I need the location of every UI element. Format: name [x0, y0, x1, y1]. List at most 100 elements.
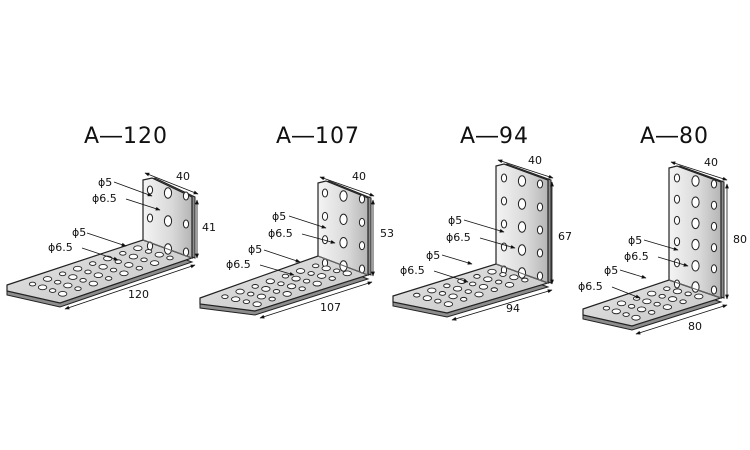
base-hole — [268, 296, 276, 302]
upright-hole — [500, 196, 508, 206]
upright-hole — [673, 237, 681, 247]
upright-hole — [182, 219, 190, 229]
leader-line — [463, 219, 505, 233]
upright-hole — [517, 175, 527, 187]
fold-line — [142, 239, 193, 259]
leader-line — [263, 249, 301, 263]
base-hole — [48, 288, 57, 293]
upright-hole — [536, 248, 544, 258]
leader-line — [301, 233, 336, 244]
base-hole — [281, 273, 290, 279]
base-hole — [648, 310, 656, 315]
length-dimension-text: 107 — [320, 301, 341, 314]
bracket-3 — [582, 165, 725, 331]
upright-hole — [146, 213, 154, 223]
height-dimension-text: 41 — [202, 221, 216, 234]
base-hole — [438, 291, 447, 296]
upright-hole — [710, 200, 718, 210]
hole-size-label: ϕ5 — [628, 234, 642, 247]
hole-size-label: ϕ5 — [448, 214, 462, 227]
length-dimension-text: 94 — [506, 302, 520, 315]
base-hole — [602, 305, 611, 311]
upright-hole — [673, 215, 681, 225]
width-dimension-text: 40 — [528, 154, 542, 167]
base-hole — [636, 306, 647, 313]
base-hole — [333, 268, 341, 274]
base-hole — [469, 281, 477, 287]
upright-hole — [163, 187, 173, 199]
base-hole — [221, 294, 229, 300]
base-hole — [74, 286, 82, 292]
base-hole — [328, 276, 336, 281]
base-hole — [667, 296, 678, 302]
leader-line — [441, 254, 473, 265]
base-hole — [672, 288, 683, 295]
hole-size-label: ϕ5 — [248, 243, 262, 256]
base-hole — [140, 257, 148, 263]
upright-hole — [182, 191, 190, 201]
base-hole — [166, 255, 174, 261]
upright-hole — [710, 285, 718, 295]
upright-hole — [673, 173, 681, 183]
base-hole — [42, 276, 53, 282]
base-hole — [694, 293, 704, 300]
hole-size-label: ϕ6.5 — [226, 258, 251, 271]
base-hole — [272, 289, 281, 294]
height-dimension-text: 53 — [380, 227, 394, 240]
base-hole — [114, 259, 122, 265]
upright-hole — [536, 202, 544, 212]
upright-hole — [163, 215, 173, 227]
base-hole — [124, 262, 134, 268]
base-hole — [521, 277, 529, 283]
length-dimension-text: 80 — [688, 320, 702, 333]
base-hole — [251, 284, 259, 289]
hole-size-label: ϕ6.5 — [578, 280, 603, 293]
upright-hole — [358, 194, 366, 204]
base-hole — [448, 293, 458, 300]
base-hole — [647, 290, 657, 297]
upright-hole — [517, 198, 527, 210]
base-hole — [28, 281, 37, 287]
base-hole — [149, 260, 160, 266]
leader-line — [113, 181, 153, 197]
hole-size-label: ϕ6.5 — [92, 192, 117, 205]
base-hole — [128, 253, 139, 260]
leader-line — [259, 264, 295, 276]
width-dimension-line — [144, 172, 199, 195]
upright-hole — [536, 225, 544, 235]
base-hole — [499, 272, 507, 277]
base-hole — [464, 289, 472, 294]
upright-hole — [339, 190, 348, 202]
upright-hole — [517, 244, 527, 256]
hole-size-label: ϕ6.5 — [624, 250, 649, 263]
width-dimension-line — [670, 161, 728, 181]
base-hole — [413, 292, 421, 298]
leader-line — [86, 232, 127, 247]
leader-line — [288, 215, 327, 229]
base-hole — [73, 265, 83, 272]
upright-hole — [710, 221, 718, 231]
base-hole — [282, 291, 292, 297]
base-hole — [89, 261, 97, 266]
upright-hole — [517, 221, 527, 233]
upright-hole — [358, 217, 366, 227]
base-hole — [154, 251, 164, 258]
bracket-1 — [199, 180, 372, 316]
width-dimension-text: 40 — [176, 170, 190, 183]
base-hole — [119, 250, 127, 256]
upright-hole — [536, 271, 544, 281]
base-hole — [98, 263, 108, 270]
upright-hole — [691, 196, 700, 208]
upright-hole — [500, 219, 508, 229]
base-hole — [653, 301, 661, 307]
base-hole — [474, 291, 484, 298]
width-dimension-text: 40 — [352, 170, 366, 183]
base-hole — [144, 249, 153, 254]
base-hole — [63, 282, 73, 289]
bracket-a120-title: A―120 — [84, 124, 169, 149]
base-hole — [679, 299, 687, 305]
base-hole — [242, 299, 251, 305]
base-hole — [133, 245, 143, 252]
